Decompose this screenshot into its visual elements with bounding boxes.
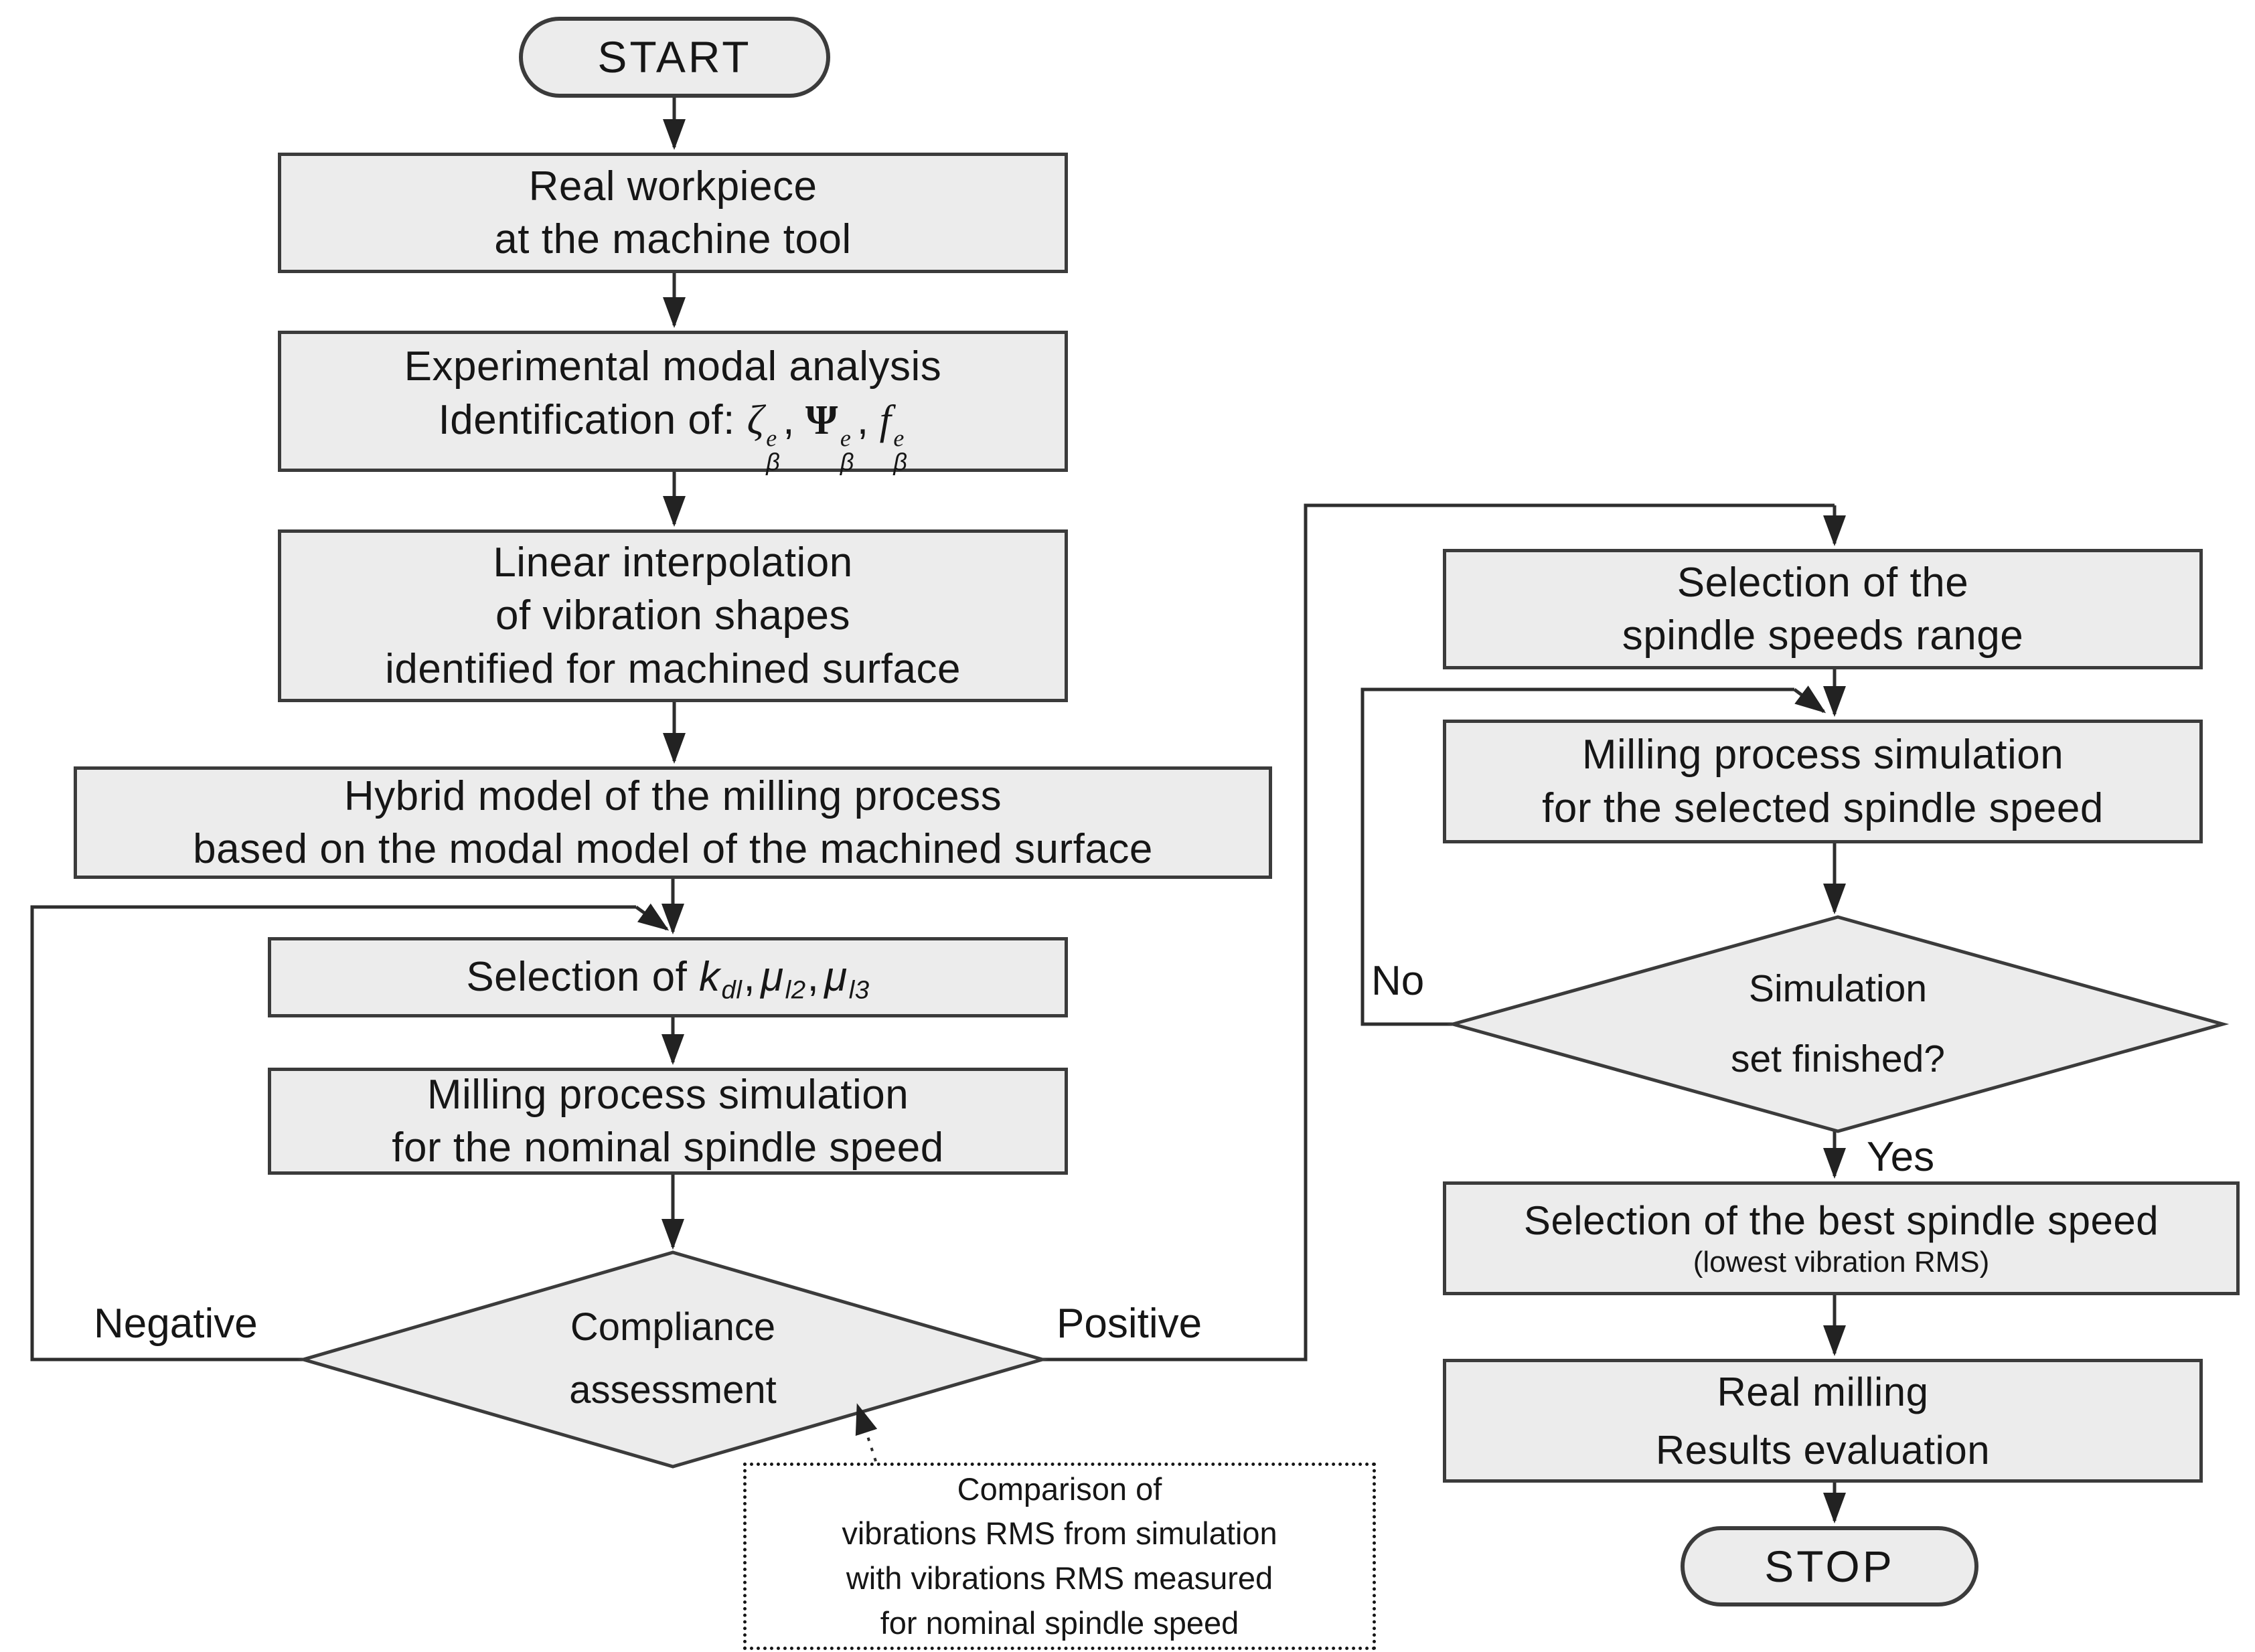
box-interpolation-line3: identified for machined surface bbox=[385, 645, 961, 692]
label-negative: Negative bbox=[94, 1301, 258, 1347]
no-loop-merge-arrow bbox=[1793, 685, 1826, 714]
annotation-box: Comparison of vibrations RMS from simula… bbox=[743, 1463, 1376, 1650]
k-sub: dl bbox=[721, 975, 743, 1005]
k-symbol: k bbox=[699, 954, 720, 1001]
box-real-milling-line2: Results evaluation bbox=[1655, 1427, 1991, 1473]
label-yes: Yes bbox=[1867, 1134, 1935, 1180]
separator: , bbox=[807, 954, 820, 1001]
positive-path-line bbox=[1042, 503, 1835, 1361]
box-best-speed: Selection of the best spindle speed (low… bbox=[1443, 1181, 2240, 1295]
decision-compliance-text: Compliance assessment bbox=[472, 1282, 874, 1436]
box-hybrid-model: Hybrid model of the milling process base… bbox=[74, 766, 1272, 879]
box-nominal-simulation-line1: Milling process simulation bbox=[426, 1071, 909, 1118]
box-hybrid-model-line1: Hybrid model of the milling process bbox=[343, 772, 1002, 819]
box-nominal-simulation-line2: for the nominal spindle speed bbox=[392, 1125, 944, 1171]
negative-loop-merge-arrow bbox=[635, 903, 670, 931]
box-selected-simulation-line2: for the selected spindle speed bbox=[1542, 784, 2104, 831]
box-speed-range-line2: spindle speeds range bbox=[1622, 612, 2024, 659]
no-loop-line bbox=[1360, 687, 1794, 1026]
separator: , bbox=[856, 396, 869, 443]
box-real-milling-line1: Real milling bbox=[1717, 1369, 1929, 1414]
start-terminal: START bbox=[519, 17, 830, 98]
box-best-speed-line2: (lowest vibration RMS) bbox=[1693, 1245, 1990, 1278]
psi-symbol: Ψ bbox=[805, 397, 838, 443]
f-sub: β bbox=[893, 448, 908, 476]
f-symbol: f bbox=[879, 397, 892, 443]
annotation-line1: Comparison of bbox=[957, 1471, 1162, 1507]
decision-compliance-line1: Compliance bbox=[570, 1305, 776, 1349]
annotation-line3: with vibrations RMS measured bbox=[846, 1560, 1273, 1596]
mu2-sub: l2 bbox=[785, 975, 806, 1005]
box-modal-analysis-line1: Experimental modal analysis bbox=[404, 343, 942, 390]
box-real-milling: Real milling Results evaluation bbox=[1443, 1359, 2203, 1483]
label-positive: Positive bbox=[1057, 1301, 1202, 1347]
box-nominal-simulation: Milling process simulation for the nomin… bbox=[268, 1068, 1068, 1175]
psi-sup: e bbox=[840, 424, 852, 452]
annotation-line2: vibrations RMS from simulation bbox=[842, 1515, 1277, 1552]
box-selected-simulation-line1: Milling process simulation bbox=[1581, 732, 2064, 778]
box-real-workpiece-line2: at the machine tool bbox=[494, 216, 852, 262]
label-no: No bbox=[1371, 958, 1425, 1004]
box-selected-simulation: Milling process simulation for the selec… bbox=[1443, 720, 2203, 843]
zeta-symbol: ζ bbox=[747, 397, 765, 443]
simulation-diamond-shape bbox=[1446, 915, 2230, 1133]
identification-prefix: Identification of: bbox=[438, 396, 735, 443]
selection-prefix: Selection of bbox=[466, 954, 688, 1001]
negative-loop-line bbox=[30, 905, 636, 1361]
f-sup: e bbox=[893, 424, 905, 452]
psi-sub: β bbox=[840, 448, 854, 476]
annotation-line4: for nominal spindle speed bbox=[880, 1604, 1239, 1641]
mu2-symbol: μ bbox=[761, 954, 784, 1001]
box-speed-range: Selection of the spindle speeds range bbox=[1443, 549, 2203, 669]
box-interpolation-line2: of vibration shapes bbox=[495, 592, 850, 639]
box-real-workpiece: Real workpiece at the machine tool bbox=[278, 153, 1068, 273]
box-modal-analysis: Experimental modal analysis Identificati… bbox=[278, 331, 1068, 475]
box-interpolation-line1: Linear interpolation bbox=[493, 539, 853, 586]
separator: , bbox=[743, 954, 756, 1001]
box-real-workpiece-line1: Real workpiece bbox=[528, 163, 818, 210]
start-label: START bbox=[597, 32, 752, 82]
zeta-sub: β bbox=[766, 448, 781, 476]
stop-label: STOP bbox=[1764, 1541, 1895, 1591]
decision-compliance-line2: assessment bbox=[569, 1368, 777, 1412]
decision-simulation-line1: Simulation bbox=[1748, 967, 1928, 1010]
box-best-speed-line1: Selection of the best spindle speed bbox=[1523, 1197, 2159, 1243]
box-interpolation: Linear interpolation of vibration shapes… bbox=[278, 529, 1068, 702]
mu3-sub: l3 bbox=[848, 975, 870, 1005]
box-hybrid-model-line2: based on the modal model of the machined… bbox=[193, 826, 1153, 872]
box-speed-range-line1: Selection of the bbox=[1677, 559, 1969, 606]
decision-simulation-line2: set finished? bbox=[1730, 1038, 1946, 1080]
mu3-symbol: μ bbox=[824, 954, 848, 1001]
zeta-sup: e bbox=[766, 424, 777, 452]
separator: , bbox=[783, 396, 795, 443]
stop-terminal: STOP bbox=[1681, 1526, 1978, 1606]
decision-simulation-text: Simulation set finished? bbox=[1604, 934, 2072, 1114]
